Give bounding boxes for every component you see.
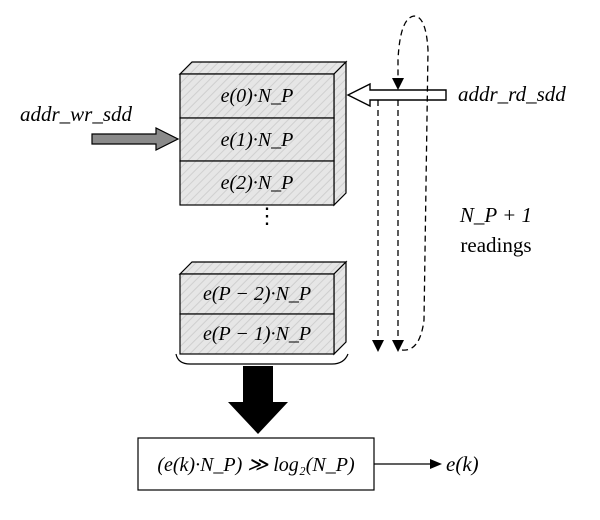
bottom-stack-right-face	[333, 260, 347, 356]
shift-formula: (e(k)·N_P) ≫ log₂(N_P)	[157, 453, 355, 476]
dashed-loop-head	[392, 78, 404, 90]
output-arrow-head	[430, 459, 442, 469]
memory-cell-2: e(2)·N_P	[180, 171, 334, 195]
dashed-read-head-2	[392, 340, 404, 352]
top-stack-right-face	[333, 60, 347, 207]
read-address-label: addr_rd_sdd	[458, 82, 566, 106]
output-label: e(k)	[446, 452, 479, 476]
top-cell-box-2	[179, 160, 335, 206]
write-address-label: addr_wr_sdd	[20, 102, 133, 126]
top-stack-top-face	[178, 61, 348, 75]
bottom-brace	[175, 353, 349, 365]
memory-cell-p-minus-2: e(P − 2)·N_P	[180, 282, 334, 306]
memory-ellipsis: ⋮	[256, 203, 278, 228]
memory-cell-1-label: e(1)·N_P	[220, 129, 294, 151]
dashed-read-head-1	[372, 340, 384, 352]
bottom-stack-top-face	[178, 261, 348, 275]
readings-note: N_P + 1 readings	[436, 200, 556, 260]
big-down-arrow	[228, 366, 288, 434]
bottom-cell-box-0	[179, 273, 335, 315]
memory-cell-2-label: e(2)·N_P	[220, 172, 294, 194]
formula-box	[137, 437, 375, 491]
bottom-cell-box-1	[179, 313, 335, 355]
dashed-loop	[397, 15, 429, 351]
write-arrow	[91, 127, 180, 151]
memory-cell-p-minus-1: e(P − 1)·N_P	[180, 322, 334, 346]
memory-cell-p-minus-2-label: e(P − 2)·N_P	[202, 283, 312, 305]
memory-cell-0-label: e(0)·N_P	[220, 85, 294, 107]
top-cell-box-0	[179, 73, 335, 119]
memory-cell-0: e(0)·N_P	[180, 84, 334, 108]
memory-cell-1: e(1)·N_P	[180, 128, 334, 152]
readings-word: readings	[460, 233, 532, 257]
readings-count: N_P + 1	[459, 203, 533, 227]
memory-cell-p-minus-1-label: e(P − 1)·N_P	[202, 323, 312, 345]
read-arrow	[346, 82, 447, 108]
